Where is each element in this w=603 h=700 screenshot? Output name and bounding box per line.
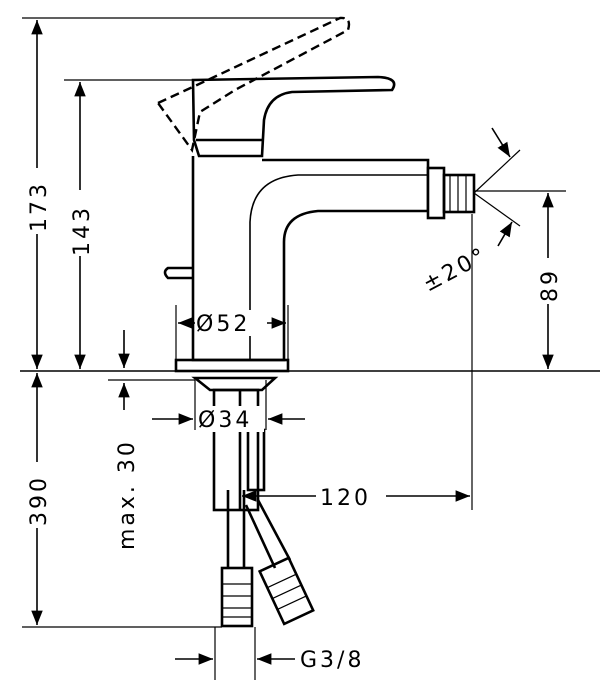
shank-lower: [246, 428, 266, 492]
hose-right: [244, 499, 292, 569]
spout-inner-curve: [249, 174, 428, 360]
mixer-body: [191, 156, 430, 362]
hose-left: [226, 490, 246, 568]
dim-34-label: Ø34: [198, 408, 252, 433]
hose-right-nut-2: [272, 584, 302, 600]
aerator: [426, 166, 446, 220]
dim-30-label: max. 30: [115, 439, 140, 550]
popup-rod: [163, 266, 193, 280]
swivel-ray-upper: [473, 149, 521, 194]
lever-raised-outline: [156, 16, 351, 153]
dim-52-label: Ø52: [196, 312, 250, 337]
dim-89-label: 89: [538, 268, 563, 302]
dim-143-label: 143: [70, 205, 95, 256]
dim-390-label: 390: [27, 475, 52, 526]
swivel-angle-label: ±20°: [419, 243, 492, 298]
g38-label: G3/8: [300, 648, 364, 673]
swivel-ray-lower: [473, 192, 521, 227]
lever-outline: [191, 75, 396, 158]
swivel-arrow-upper: [491, 127, 511, 158]
dim-173-label: 173: [27, 181, 52, 232]
shank: [212, 388, 260, 512]
hose-right-fitting: [257, 556, 315, 626]
mounting-nut: [191, 376, 279, 392]
hose-right-nut-1: [267, 573, 297, 589]
base-plate: [174, 358, 290, 373]
hose-right-nut-3: [277, 595, 307, 610]
dim-120-label: 120: [320, 486, 371, 511]
hose-left-fitting: [220, 566, 254, 628]
swivel-arrow-lower: [497, 221, 513, 247]
aerator-nozzle: [442, 173, 476, 214]
